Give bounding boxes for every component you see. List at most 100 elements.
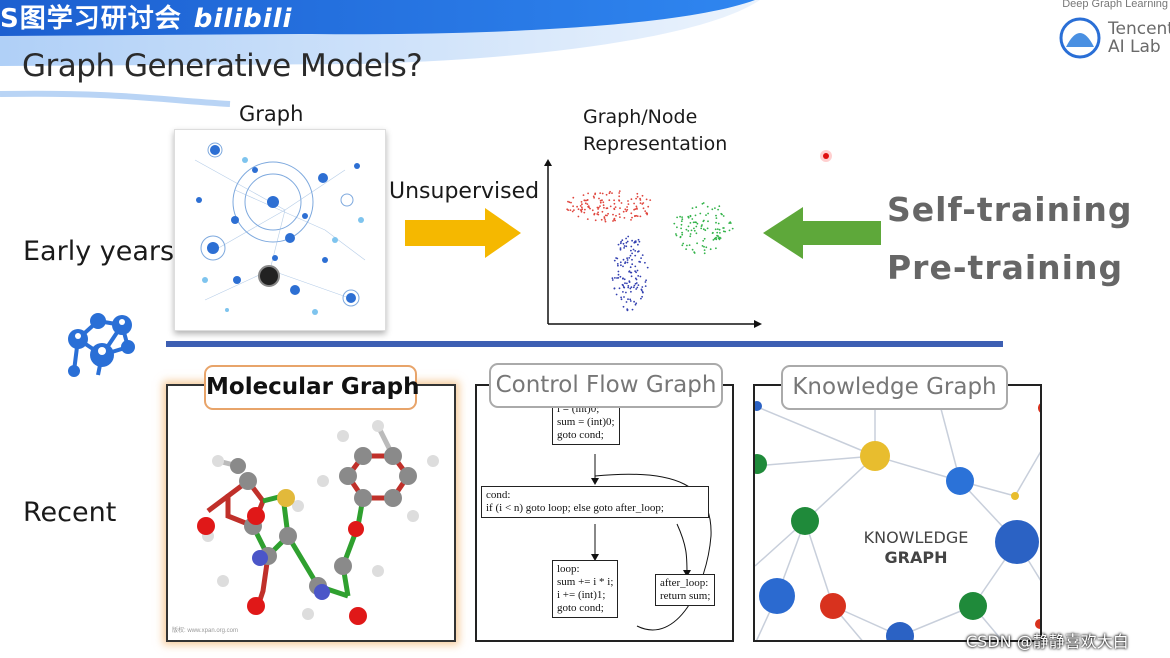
unsupervised-label: Unsupervised xyxy=(389,179,540,204)
scatter-point xyxy=(617,277,620,279)
scatter-point xyxy=(687,225,690,228)
scatter-point xyxy=(640,297,642,300)
scatter-point xyxy=(625,237,627,240)
scatter-point xyxy=(618,199,620,201)
scatter-point xyxy=(634,208,637,210)
scatter-point xyxy=(599,199,602,202)
scatter-point xyxy=(622,265,624,268)
bilibili-logo: bilibili xyxy=(193,4,293,34)
lab-name-line1: Tencent xyxy=(1108,19,1170,39)
scatter-point xyxy=(587,205,589,208)
control-flow-graph-tag: Control Flow Graph xyxy=(489,363,723,408)
scatter-point xyxy=(644,261,646,264)
scatter-point xyxy=(717,208,719,211)
section-divider xyxy=(166,341,1003,347)
scatter-point xyxy=(604,214,607,217)
scatter-point xyxy=(722,227,724,229)
scatter-point xyxy=(614,206,617,208)
scatter-point xyxy=(728,229,731,232)
scatter-point xyxy=(635,271,637,274)
scatter-point xyxy=(687,215,690,218)
scatter-point xyxy=(696,222,699,225)
scatter-point xyxy=(616,263,619,265)
scatter-point xyxy=(681,218,684,221)
scatter-point xyxy=(598,197,600,200)
scatter-point xyxy=(680,227,682,230)
knowledge-graph-tag: Knowledge Graph xyxy=(781,365,1008,410)
scatter-point xyxy=(640,257,642,259)
scatter-point xyxy=(586,199,589,201)
scatter-point xyxy=(625,301,628,303)
scatter-point xyxy=(639,202,642,204)
scatter-point xyxy=(626,282,628,285)
scatter-point xyxy=(593,196,595,199)
scatter-point xyxy=(639,275,642,278)
scatter-point xyxy=(639,199,642,201)
scatter-point xyxy=(632,286,635,289)
scatter-point xyxy=(572,196,575,199)
scatter-point xyxy=(613,287,616,290)
repr-label-line1: Graph/Node xyxy=(583,106,698,128)
scatter-point xyxy=(681,233,684,236)
brand-text: S图学习研讨会 xyxy=(0,4,182,34)
scatter-point xyxy=(609,190,611,193)
scatter-point xyxy=(637,238,640,241)
scatter-point xyxy=(689,235,692,238)
scatter-point xyxy=(624,282,626,285)
scatter-point xyxy=(693,229,696,232)
scatter-point xyxy=(623,296,625,298)
scatter-point xyxy=(608,199,611,202)
scatter-point xyxy=(628,270,630,273)
scatter-point xyxy=(616,257,619,260)
scatter-point xyxy=(707,212,709,215)
scatter-point xyxy=(686,244,688,247)
scatter-point xyxy=(645,279,647,282)
network-people-icon xyxy=(68,313,135,377)
scatter-point xyxy=(583,211,586,214)
scatter-point xyxy=(681,216,683,218)
scatter-point xyxy=(618,195,621,198)
scatter-point xyxy=(633,300,635,303)
scatter-point xyxy=(681,244,684,247)
scatter-point xyxy=(630,290,632,293)
scatter-point xyxy=(689,222,692,224)
scatter-point xyxy=(596,213,599,215)
scatter-point xyxy=(645,212,648,214)
scatter-point xyxy=(620,240,622,243)
scatter-point xyxy=(704,229,707,232)
scatter-point xyxy=(694,214,697,217)
scatter-point xyxy=(626,261,629,264)
scatter-point xyxy=(599,205,601,207)
scatter-point xyxy=(629,254,632,257)
scatter-point xyxy=(696,242,698,245)
scatter-point xyxy=(615,214,617,217)
scatter-point xyxy=(619,207,621,209)
scatter-point xyxy=(621,283,624,286)
scatter-point xyxy=(694,221,696,224)
scatter-point xyxy=(616,277,618,279)
scatter-point xyxy=(587,192,589,195)
scatter-point xyxy=(703,245,705,248)
scatter-point xyxy=(675,233,677,235)
scatter-point xyxy=(568,201,571,204)
scatter-point xyxy=(695,225,698,228)
scatter-point xyxy=(690,229,693,232)
scatter-point xyxy=(703,252,706,255)
scatter-point xyxy=(611,192,613,194)
scatter-point xyxy=(623,278,626,281)
scatter-point xyxy=(625,241,628,244)
scatter-point xyxy=(629,300,632,302)
cfg-block-after-loop: after_loop: return sum; xyxy=(655,574,716,606)
scatter-point xyxy=(645,198,648,201)
scatter-point xyxy=(630,271,633,274)
scatter-point xyxy=(635,302,638,305)
scatter-point xyxy=(596,206,599,209)
control-flow-graph-panel: i = (int)0; sum = (int)0; goto cond; con… xyxy=(475,384,734,642)
scatter-point xyxy=(695,206,698,209)
scatter-point xyxy=(722,215,725,217)
brand-header: S图学习研讨会 bilibili xyxy=(0,0,292,35)
scatter-point xyxy=(709,248,712,251)
scatter-point xyxy=(707,220,709,223)
scatter-point xyxy=(620,202,623,204)
scatter-point xyxy=(635,207,638,210)
